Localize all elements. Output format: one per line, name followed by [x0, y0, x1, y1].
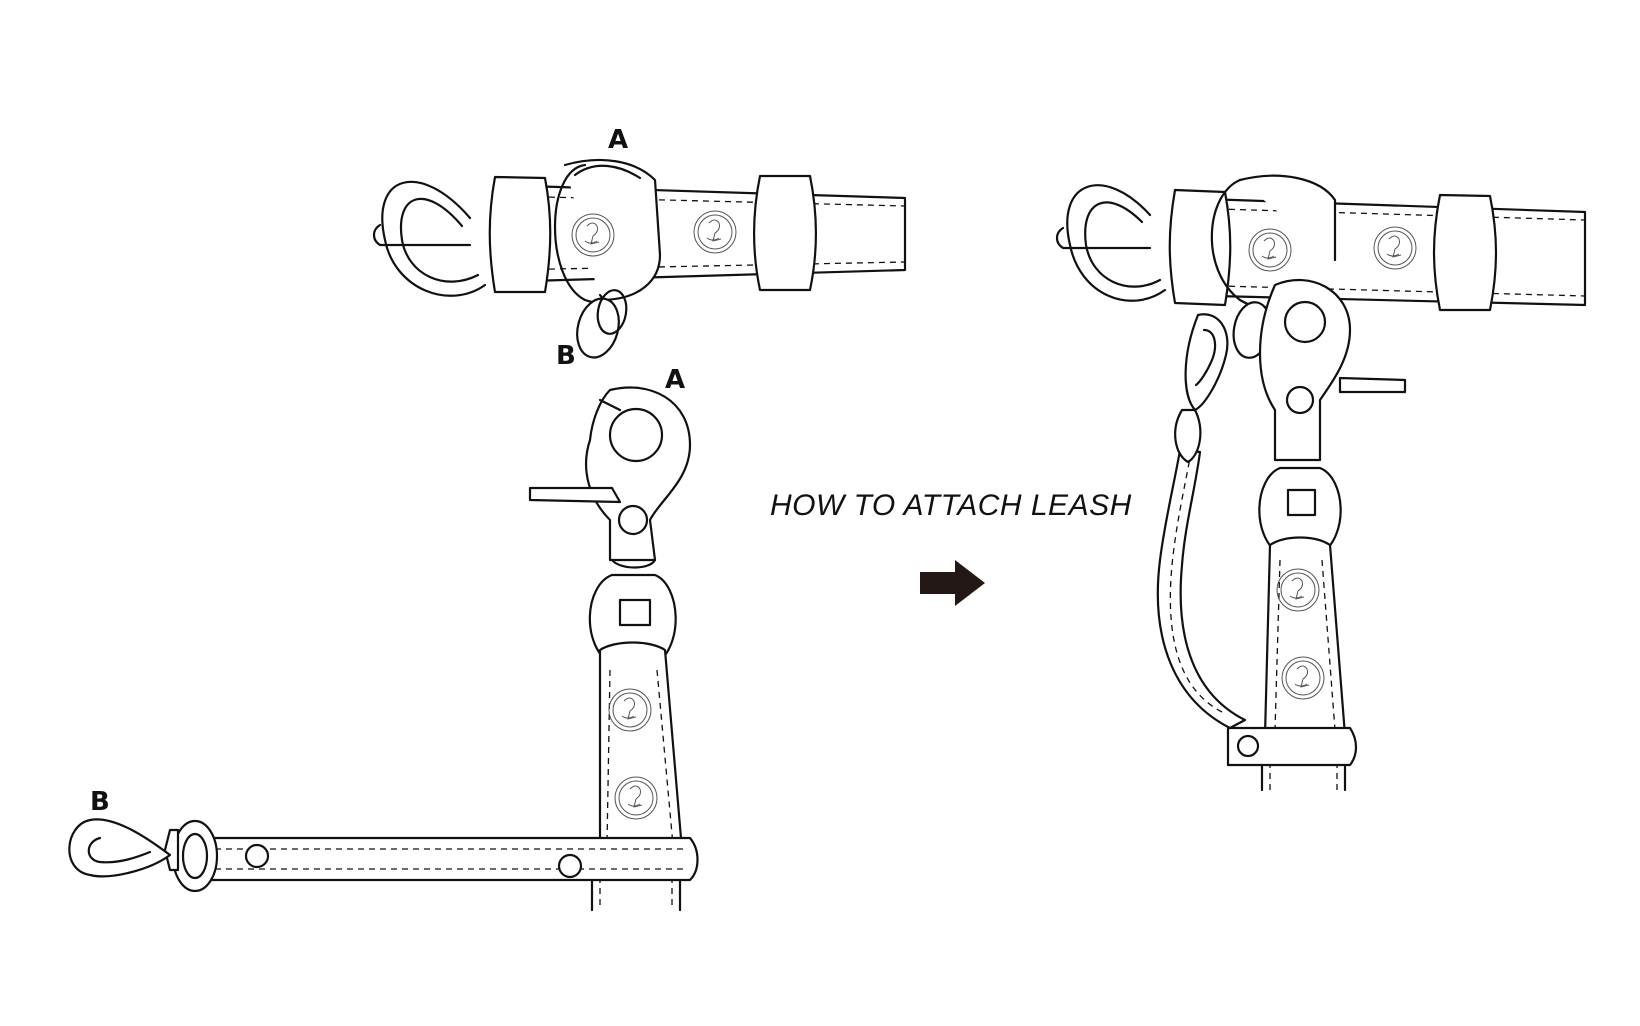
rivet — [557, 853, 583, 879]
keeper-left — [488, 175, 552, 294]
o-ring — [171, 819, 219, 893]
keeper-right — [752, 174, 818, 292]
label-b-leash: B — [90, 787, 110, 817]
clip-b-attached — [1184, 313, 1229, 412]
collar-top: A B — [372, 125, 907, 371]
right-arrow-icon — [920, 560, 985, 606]
label-a-collar: A — [608, 125, 628, 155]
collar-attached — [1055, 174, 1587, 792]
clip-b — [68, 818, 172, 878]
leash-tab — [598, 641, 684, 852]
collar-strap-attached — [1173, 196, 1587, 307]
collar-strap — [493, 183, 907, 284]
label-b-collar: B — [556, 341, 576, 371]
diagram-title: HOW TO ATTACH LEASH — [770, 489, 1132, 522]
strap-loop — [1156, 448, 1247, 730]
leash-left: B A — [68, 365, 699, 912]
d-ring-a — [563, 158, 662, 302]
ring-b — [576, 297, 620, 359]
horizontal-strap — [198, 836, 699, 882]
rivet — [244, 843, 270, 869]
clip-trigger — [528, 486, 622, 504]
snap-clip-attached — [1258, 278, 1352, 462]
label-a-leash: A — [665, 365, 685, 395]
buckle-frame — [381, 180, 487, 297]
